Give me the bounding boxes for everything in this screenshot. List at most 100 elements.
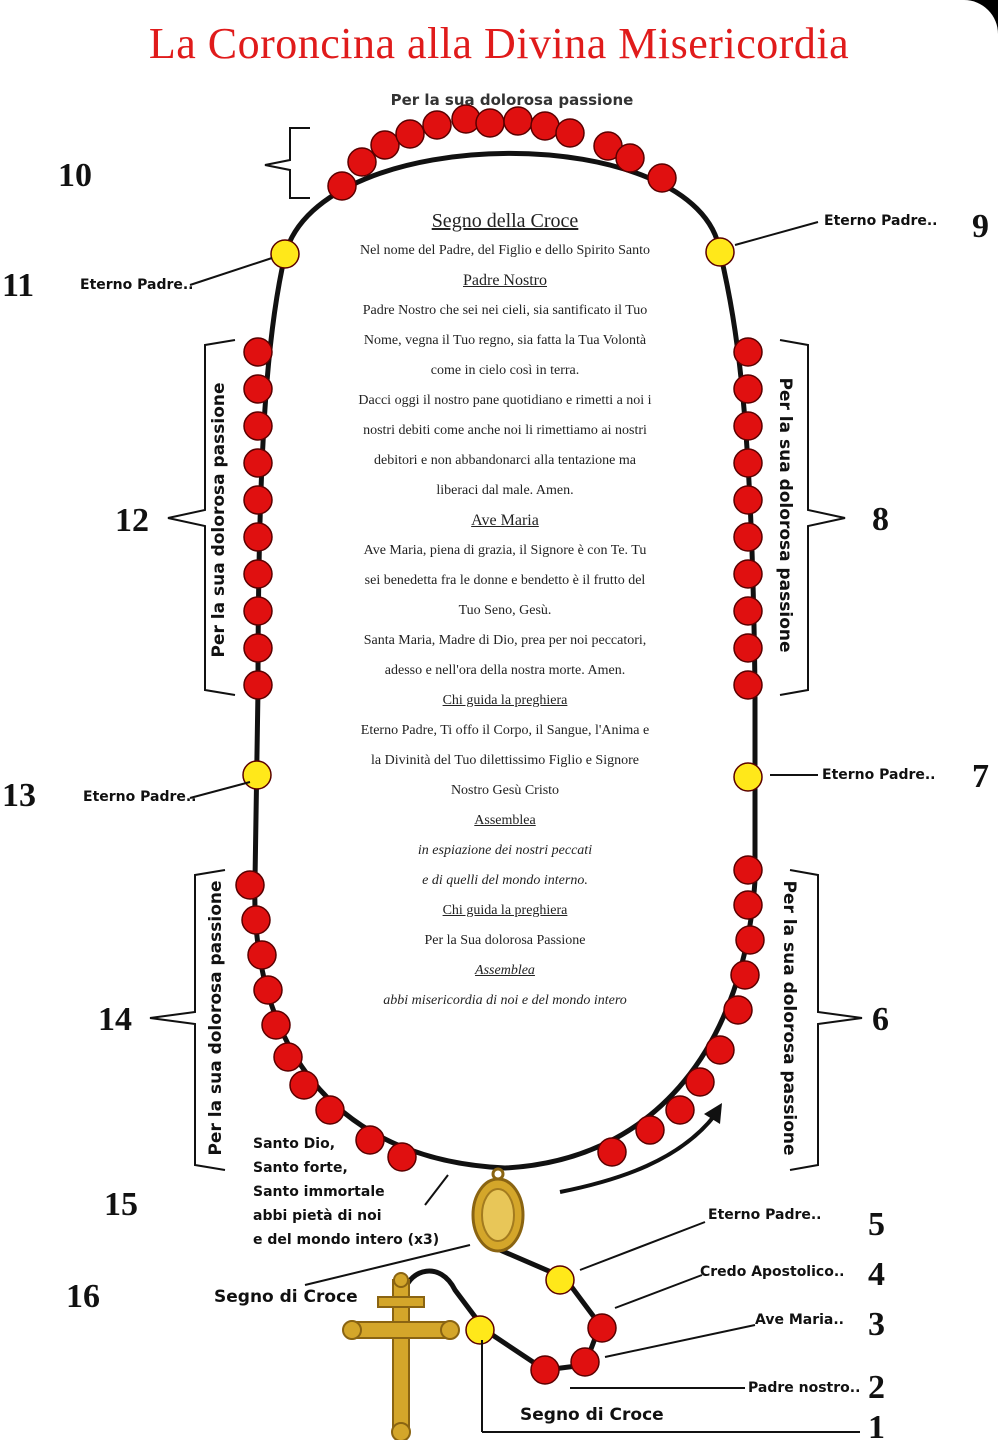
step-number-15: 15 [104,1186,138,1223]
step-number-12: 12 [115,502,149,539]
label-7-eterno-padre: Eterno Padre.. [822,767,936,783]
step-number-16: 16 [66,1278,100,1315]
brace-14 [149,869,226,1171]
hail-mary-bead [243,596,273,626]
padre-nostro-line: Padre Nostro che sei nei cieli, sia sant… [362,303,648,318]
segno-text: Nel nome del Padre, del Figlio e dello S… [359,243,651,258]
right-upper-passione-label: Per la sua dolorosa passione [775,377,795,652]
step-number-2: 2 [868,1369,885,1406]
santo-line: e del mondo intero (x3) [253,1232,439,1248]
our-father-bead [545,1265,575,1295]
our-father-bead [733,762,763,792]
hail-mary-bead [635,1115,665,1145]
hail-mary-bead [243,337,273,367]
step-number-11: 11 [2,267,34,304]
padre-nostro-title: Padre Nostro [463,272,547,289]
arrow-head-icon [704,1103,722,1124]
hail-mary-bead [730,960,760,990]
eterno-line: Eterno Padre, Ti offo il Corpo, il Sangu… [360,723,650,738]
crucifix-icon [342,1272,460,1440]
hail-mary-bead [733,559,763,589]
hail-mary-bead [735,925,765,955]
padre-nostro-line: liberaci dal male. Amen. [436,483,574,498]
medal-icon [471,1167,525,1253]
hail-mary-bead [733,855,763,885]
guida-heading: Chi guida la preghiera [442,693,568,708]
label-5-eterno-padre: Eterno Padre.. [708,1207,822,1223]
left-upper-passione-label: Per la sua dolorosa passione [209,382,229,657]
hail-mary-bead [261,1010,291,1040]
hail-mary-bead [530,111,560,141]
top-passione-label: Per la sua dolorosa passione [391,91,634,109]
hail-mary-bead [530,1355,560,1385]
step-number-10: 10 [58,157,92,194]
page-title: La Coroncina alla Divina Misericordia [148,19,850,68]
our-father-bead [270,239,300,269]
hail-mary-bead [733,374,763,404]
hail-mary-bead [273,1042,303,1072]
hail-mary-bead [733,522,763,552]
brace-12 [167,339,236,696]
beads-group [235,104,765,1385]
hail-mary-bead [395,119,425,149]
hail-mary-bead [451,104,481,134]
hail-mary-bead [355,1125,385,1155]
hail-mary-bead [733,448,763,478]
hail-mary-bead [475,108,505,138]
hail-mary-bead [315,1095,345,1125]
santo-line: Santo Dio, [253,1136,335,1152]
hail-mary-bead [665,1095,695,1125]
hail-mary-bead [733,337,763,367]
padre-nostro-line: Nome, vegna il Tuo regno, sia fatta la T… [363,333,647,348]
hail-mary-bead [723,995,753,1025]
leader-lines [189,221,860,1433]
our-father-bead [242,760,272,790]
label-2-padre-nostro: Padre nostro.. [748,1380,860,1396]
hail-mary-bead [253,975,283,1005]
label-9-eterno-padre: Eterno Padre.. [824,213,938,229]
brace-10 [264,127,310,199]
ave-maria-line: Tuo Seno, Gesù. [458,603,552,618]
step-number-5: 5 [868,1206,885,1243]
brace-8 [779,339,846,696]
prayer-text-block: Segno della Croce Nel nome del Padre, de… [330,206,680,1016]
hail-mary-bead [243,374,273,404]
step-number-9: 9 [972,208,989,245]
label-4-credo: Credo Apostolico.. [700,1264,844,1280]
ave-maria-title: Ave Maria [471,512,539,529]
hail-mary-bead [422,110,452,140]
right-lower-passione-label: Per la sua dolorosa passione [779,880,799,1155]
eterno-line: la Divinità del Tuo dilettissimo Figlio … [371,753,639,768]
segno-title: Segno della Croce [431,210,579,232]
santo-line: abbi pietà di noi [253,1208,382,1224]
hail-mary-bead [733,890,763,920]
hail-mary-bead [570,1347,600,1377]
hail-mary-bead [733,596,763,626]
hail-mary-bead [243,485,273,515]
hail-mary-bead [370,130,400,160]
ave-maria-line: sei benedetta fra le donne e bendetto è … [364,573,646,588]
padre-nostro-line: debitori e non abbandonarci alla tentazi… [373,453,636,468]
our-father-bead [465,1315,495,1345]
santo-line: Santo forte, [253,1160,348,1176]
hail-mary-bead [247,940,277,970]
ave-maria-line: Ave Maria, piena di grazia, il Signore è… [363,543,647,558]
our-father-bead [705,237,735,267]
passione-line: Per la Sua dolorosa Passione [424,933,586,948]
padre-nostro-line: Dacci oggi il nostro pane quotidiano e r… [358,393,652,408]
hail-mary-bead [235,870,265,900]
step-number-7: 7 [972,758,989,795]
hail-mary-bead [243,448,273,478]
step-number-8: 8 [872,501,889,538]
hail-mary-bead [289,1070,319,1100]
hail-mary-bead [327,171,357,201]
label-1-segno-croce: Segno di Croce [520,1405,664,1425]
step-number-3: 3 [868,1306,885,1343]
step-number-4: 4 [868,1256,885,1293]
hail-mary-bead [555,118,585,148]
direction-arrow [559,1113,717,1194]
hail-mary-bead [243,559,273,589]
guida-heading: Chi guida la preghiera [442,903,568,918]
